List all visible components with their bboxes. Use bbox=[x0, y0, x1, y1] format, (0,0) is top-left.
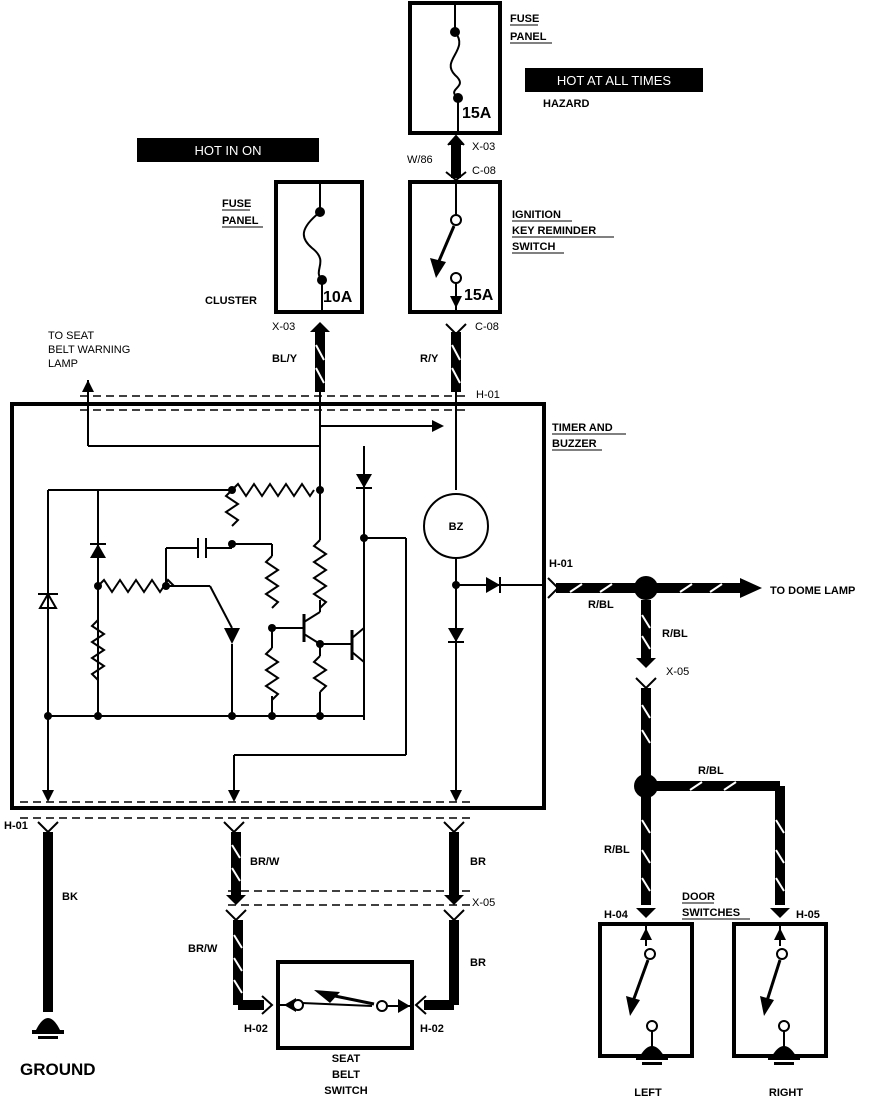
wire-br bbox=[414, 821, 465, 1015]
dome-lamp-label: TO DOME LAMP bbox=[770, 585, 855, 597]
wire-h01-left: H-01 bbox=[4, 820, 28, 832]
buzzer-label: BZ bbox=[449, 521, 464, 533]
timer-and-buzzer bbox=[10, 380, 546, 810]
ignition-label-1: IGNITION bbox=[512, 209, 561, 221]
timer-label-2: BUZZER bbox=[552, 438, 597, 450]
wire-br-2: BR bbox=[470, 957, 486, 969]
fuse-top-label-2: PANEL bbox=[510, 31, 547, 43]
fuse-left-circuit: CLUSTER bbox=[205, 295, 257, 307]
wire-bl-y bbox=[310, 322, 330, 392]
wire-r-y bbox=[445, 323, 467, 392]
banner-hot-at-all-times-text: HOT AT ALL TIMES bbox=[557, 73, 671, 88]
wire-br-w-1: BR/W bbox=[250, 856, 280, 868]
banner-hot-in-on bbox=[137, 138, 319, 162]
banner-hot-at-all-times bbox=[525, 68, 703, 92]
fuse-top-label-1: FUSE bbox=[510, 13, 539, 25]
seat-switch-label-3: SWITCH bbox=[324, 1085, 367, 1097]
wire-bk-label: BK bbox=[62, 891, 78, 903]
fuse-left-label-1: FUSE bbox=[222, 198, 251, 210]
wire-r-bl-1: R/BL bbox=[588, 599, 614, 611]
wire-w86-label: W/86 bbox=[407, 154, 433, 166]
door-label-1: DOOR bbox=[682, 891, 715, 903]
ground-label: GROUND bbox=[20, 1060, 96, 1079]
fuse-top-connector: X-03 bbox=[472, 141, 495, 153]
ignition-key-reminder-switch bbox=[408, 180, 502, 314]
wire-r-bl-2: R/BL bbox=[662, 628, 688, 640]
seat-belt-switch bbox=[276, 960, 414, 1050]
wire-h05: H-05 bbox=[796, 909, 820, 921]
fuse-top-connector-b: C-08 bbox=[472, 165, 496, 177]
ignition-connector: C-08 bbox=[475, 321, 499, 333]
wire-r-y-label: R/Y bbox=[420, 353, 439, 365]
wire-br-1: BR bbox=[470, 856, 486, 868]
seat-switch-label-1: SEAT bbox=[332, 1053, 361, 1065]
wire-to-dome bbox=[547, 576, 762, 600]
fuse-left-connector: X-03 bbox=[272, 321, 295, 333]
door-switch-right bbox=[732, 922, 828, 1065]
wire-bk bbox=[32, 821, 64, 1039]
seat-belt-warning-label-1: TO SEAT bbox=[48, 330, 94, 342]
door-switch-left bbox=[598, 922, 694, 1065]
wire-r-bl-3: R/BL bbox=[698, 765, 724, 777]
wire-w86 bbox=[445, 134, 467, 182]
timer-label-1: TIMER AND bbox=[552, 422, 613, 434]
fuse-top-circuit: HAZARD bbox=[543, 98, 589, 110]
wire-x05-bottom: X-05 bbox=[472, 897, 495, 909]
wire-r-bl-vertical bbox=[634, 600, 790, 918]
wire-h02-left: H-02 bbox=[244, 1023, 268, 1035]
fuse-panel-cluster bbox=[274, 180, 364, 314]
banner-hot-in-on-text: HOT IN ON bbox=[195, 143, 262, 158]
fuse-left-label-2: PANEL bbox=[222, 215, 259, 227]
wire-h01-right: H-01 bbox=[549, 558, 573, 570]
wire-h04: H-04 bbox=[604, 909, 629, 921]
seat-belt-warning-label-3: LAMP bbox=[48, 358, 78, 370]
ignition-label-2: KEY REMINDER bbox=[512, 225, 596, 237]
wire-bl-y-label: BL/Y bbox=[272, 353, 298, 365]
wire-br-w bbox=[223, 821, 274, 1015]
wire-x05-right: X-05 bbox=[666, 666, 689, 678]
wire-r-bl-4: R/BL bbox=[604, 844, 630, 856]
wire-h02-right: H-02 bbox=[420, 1023, 444, 1035]
door-left-label: LEFT bbox=[634, 1087, 662, 1098]
wire-br-w-2: BR/W bbox=[188, 943, 218, 955]
seat-switch-label-2: BELT bbox=[332, 1069, 360, 1081]
seat-belt-warning-label-2: BELT WARNING bbox=[48, 344, 130, 356]
door-right-label: RIGHT bbox=[769, 1087, 804, 1098]
ignition-label-3: SWITCH bbox=[512, 241, 555, 253]
fuse-top-rating: 15A bbox=[462, 105, 492, 122]
fuse-left-rating: 10A bbox=[323, 289, 353, 306]
wire-h01-top: H-01 bbox=[476, 389, 500, 401]
fuse-panel-hazard bbox=[408, 1, 502, 135]
ignition-rating: 15A bbox=[464, 287, 494, 304]
door-label-2: SWITCHES bbox=[682, 907, 740, 919]
